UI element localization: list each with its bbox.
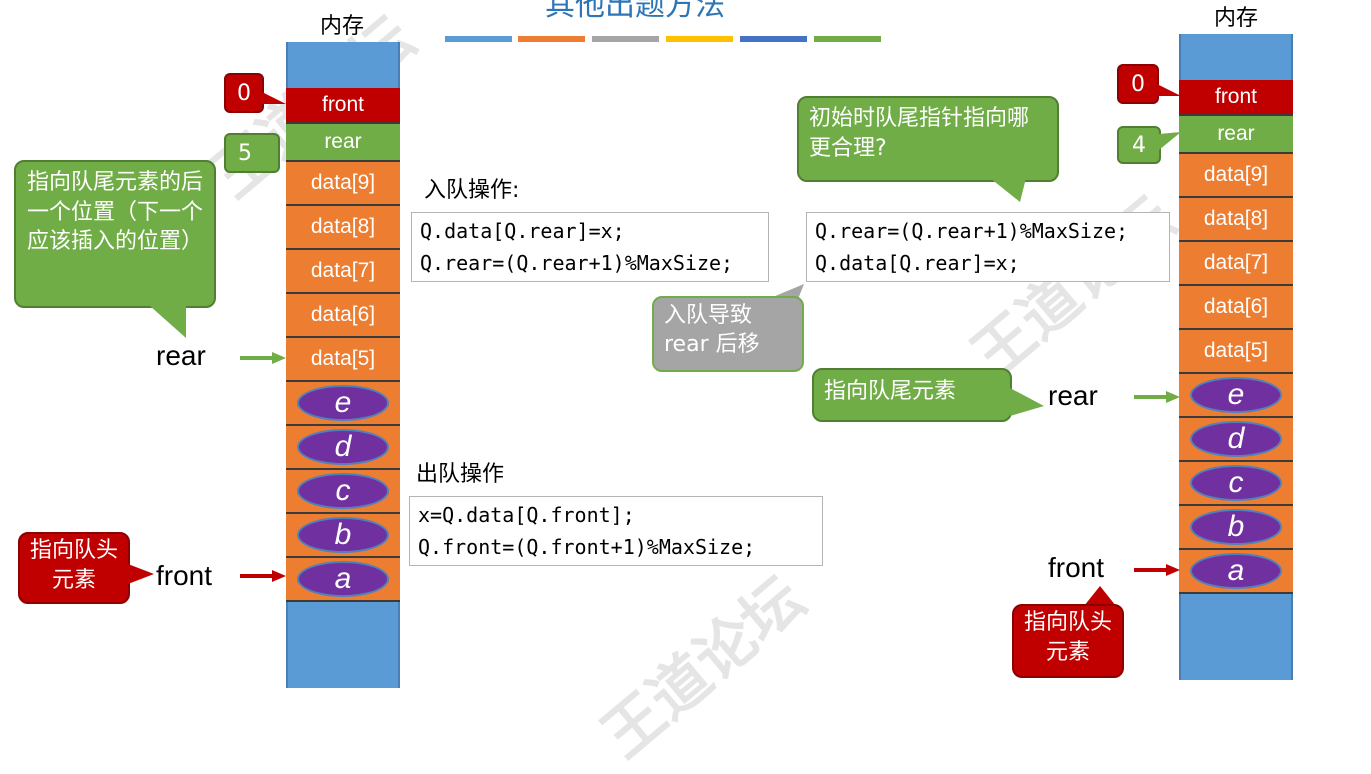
element-cell: e xyxy=(1179,374,1293,418)
rear-bubble-tail xyxy=(150,306,186,338)
element-a: a xyxy=(1190,553,1282,589)
enqueue-code-line: Q.rear=(Q.rear+1)%MaxSize; xyxy=(420,251,734,275)
front-cell: front xyxy=(1179,80,1293,116)
front-index-callout: 0 xyxy=(1117,64,1159,104)
front-bubble-tail xyxy=(128,564,154,584)
rear-explanation-bubble: 指向队尾元素 xyxy=(812,368,1012,422)
dequeue-code-line: x=Q.data[Q.front]; xyxy=(418,503,635,527)
front-pointer-label: front xyxy=(156,560,213,591)
front-index-callout-tail xyxy=(1157,84,1181,96)
data-cell: data[9] xyxy=(286,162,400,206)
memory-label: 内存 xyxy=(1214,6,1259,31)
data-cell: data[8] xyxy=(286,206,400,250)
front-pointer-label: front xyxy=(1048,552,1105,583)
rear-index-callout-tail xyxy=(1159,132,1181,150)
enqueue-heading: 入队操作: xyxy=(424,178,520,203)
element-cell: b xyxy=(1179,506,1293,550)
element-cell: a xyxy=(1179,550,1293,594)
data-cell: data[8] xyxy=(1179,198,1293,242)
memory-empty-bottom xyxy=(1179,594,1293,680)
element-b: b xyxy=(1190,509,1282,545)
underline-segment xyxy=(814,36,881,42)
memory-label: 内存 xyxy=(320,14,365,39)
front-explanation-bubble: 指向队头元素 xyxy=(18,532,130,604)
rear-pointer-label: rear xyxy=(156,340,206,371)
rear-cell: rear xyxy=(286,124,400,162)
data-cell: data[6] xyxy=(286,294,400,338)
question-bubble-tail xyxy=(990,178,1026,202)
rear-moves-note: 入队导致rear 后移 xyxy=(652,296,804,372)
element-d: d xyxy=(297,429,389,465)
element-cell: b xyxy=(286,514,400,558)
right-memory-stack: front rear data[9] data[8] data[7] data[… xyxy=(1179,34,1293,680)
element-d: d xyxy=(1190,421,1282,457)
element-e: e xyxy=(297,385,389,421)
memory-empty-bottom xyxy=(286,602,400,688)
data-cell: data[7] xyxy=(1179,242,1293,286)
alt-enqueue-code-block: Q.rear=(Q.rear+1)%MaxSize; Q.data[Q.rear… xyxy=(806,212,1170,282)
element-b: b xyxy=(297,517,389,553)
element-a: a xyxy=(297,561,389,597)
element-e: e xyxy=(1190,377,1282,413)
dequeue-code-block: x=Q.data[Q.front]; Q.front=(Q.front+1)%M… xyxy=(409,496,823,566)
alt-code-line: Q.data[Q.rear]=x; xyxy=(815,251,1020,275)
data-cell: data[6] xyxy=(1179,286,1293,330)
watermark: 王道论坛 xyxy=(589,563,818,772)
rear-pointer-arrow xyxy=(1134,391,1180,403)
memory-empty-top xyxy=(286,42,400,88)
dequeue-code-line: Q.front=(Q.front+1)%MaxSize; xyxy=(418,535,756,559)
enqueue-code-line: Q.data[Q.rear]=x; xyxy=(420,219,625,243)
element-cell: e xyxy=(286,382,400,426)
underline-segment xyxy=(518,36,585,42)
front-cell: front xyxy=(286,88,400,124)
alt-code-line: Q.rear=(Q.rear+1)%MaxSize; xyxy=(815,219,1129,243)
dequeue-heading: 出队操作 xyxy=(416,462,505,487)
underline-segment xyxy=(666,36,733,42)
underline-segment xyxy=(445,36,512,42)
front-bubble-tail xyxy=(1084,586,1116,606)
question-bubble: 初始时队尾指针指向哪更合理? xyxy=(797,96,1059,182)
underline-segment xyxy=(592,36,659,42)
front-pointer-arrow xyxy=(240,570,286,582)
element-cell: c xyxy=(286,470,400,514)
front-index-callout-tail xyxy=(262,92,286,104)
underline-segment xyxy=(740,36,807,42)
rear-pointer-label: rear xyxy=(1048,380,1098,411)
rear-pointer-arrow xyxy=(240,352,286,364)
rear-index-callout: 5 xyxy=(224,133,280,173)
watermark: 王道论坛 xyxy=(959,183,1188,392)
rear-index-callout: 4 xyxy=(1117,126,1161,164)
element-cell: a xyxy=(286,558,400,602)
data-cell: data[9] xyxy=(1179,154,1293,198)
memory-empty-top xyxy=(1179,34,1293,80)
data-cell: data[5] xyxy=(1179,330,1293,374)
data-cell: data[5] xyxy=(286,338,400,382)
rear-bubble-tail xyxy=(1010,388,1044,416)
rear-explanation-bubble: 指向队尾元素的后一个位置（下一个应该插入的位置） xyxy=(14,160,216,308)
enqueue-code-block: Q.data[Q.rear]=x; Q.rear=(Q.rear+1)%MaxS… xyxy=(411,212,769,282)
front-explanation-bubble: 指向队头元素 xyxy=(1012,604,1124,678)
rear-cell: rear xyxy=(1179,116,1293,154)
element-cell: d xyxy=(286,426,400,470)
front-index-callout: 0 xyxy=(224,73,264,113)
element-c: c xyxy=(297,473,389,509)
element-c: c xyxy=(1190,465,1282,501)
front-pointer-arrow xyxy=(1134,564,1180,576)
data-cell: data[7] xyxy=(286,250,400,294)
left-memory-stack: front rear data[9] data[8] data[7] data[… xyxy=(286,42,400,688)
element-cell: d xyxy=(1179,418,1293,462)
page-title: 其他出题方法 xyxy=(545,0,725,23)
element-cell: c xyxy=(1179,462,1293,506)
